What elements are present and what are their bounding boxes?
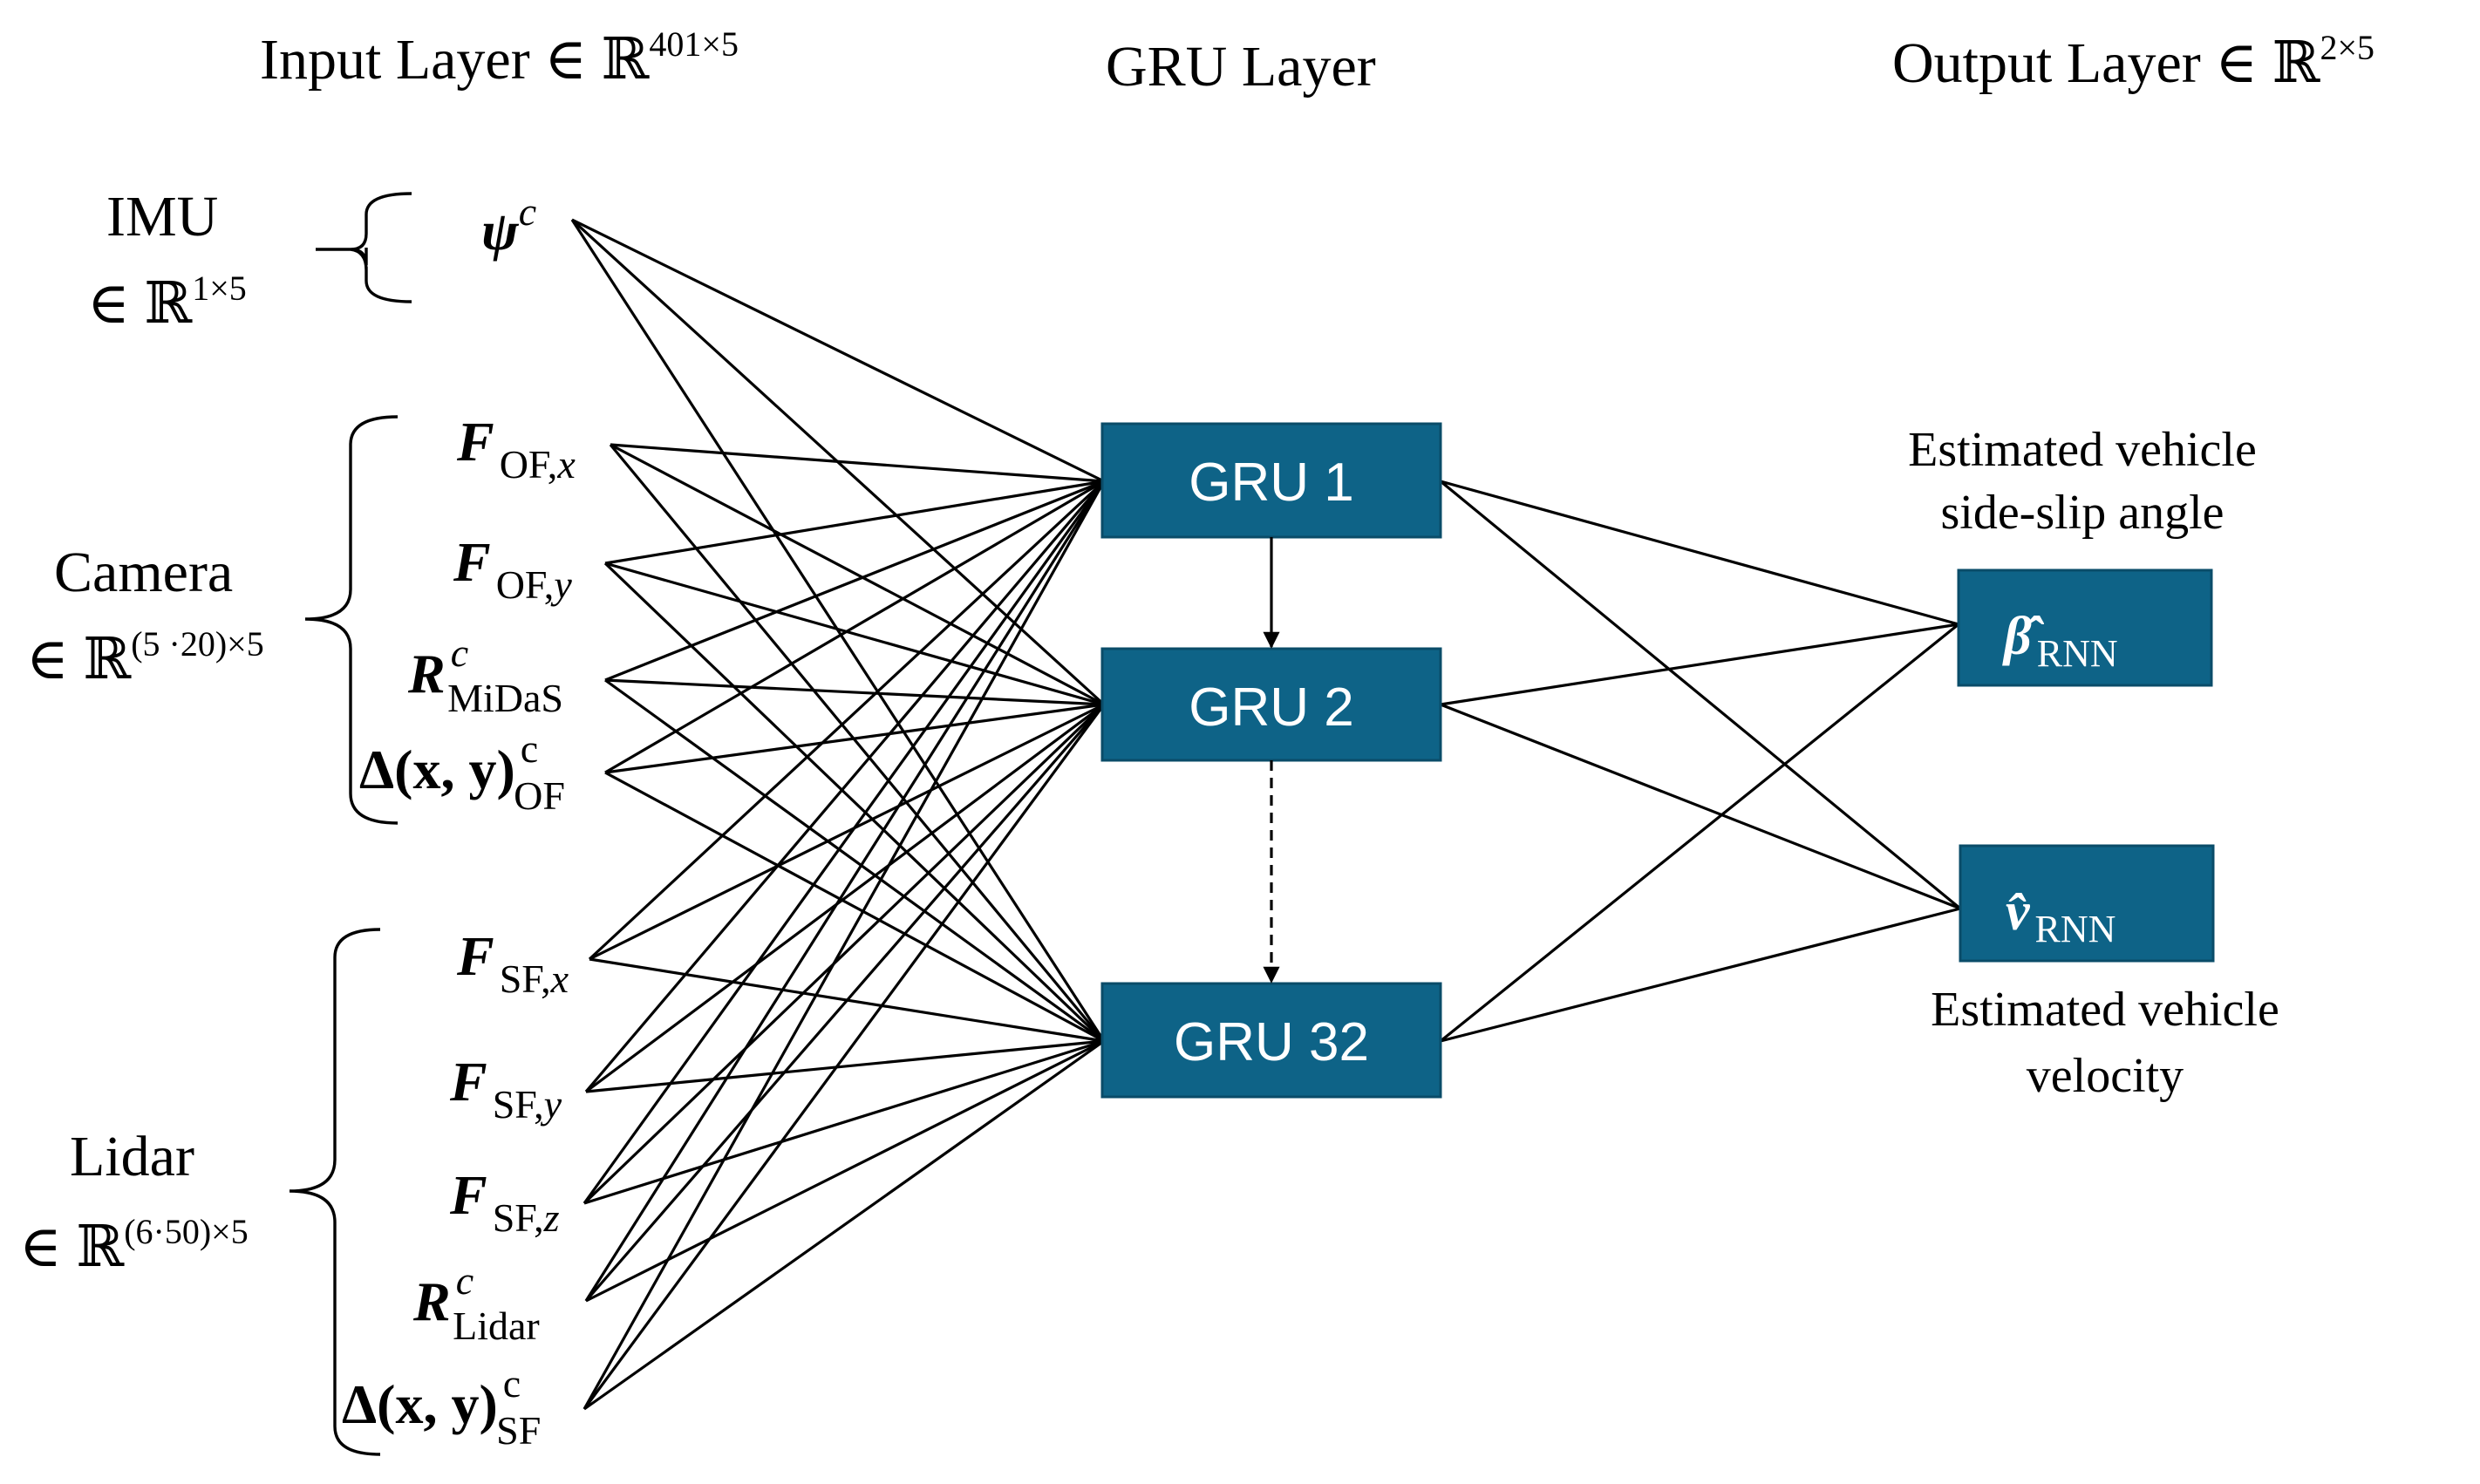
gru-unit-32: GRU 32 (1100, 982, 1442, 1099)
edge-psi-to-gru1 (571, 218, 1105, 483)
edge-f-of-y-to-gru2 (604, 562, 1105, 706)
connection-lines (570, 218, 1962, 1411)
edge-f-of-x-to-gru32 (609, 443, 1106, 1043)
imu-group-dimension: ∈ ℝ1×5 (87, 269, 247, 336)
output-velocity-symbol: v̂ (2006, 882, 2031, 942)
output-beta-box: β̂RNN (1957, 568, 2213, 687)
svg-text:v̂RNN: v̂RNN (2006, 882, 2115, 950)
edge-delta-sf-to-gru32 (583, 1039, 1105, 1411)
imu-brace (316, 192, 412, 303)
edge-f-of-x-to-gru2 (610, 443, 1105, 706)
camera-group-dimension: ∈ ℝ(5 ·20)×5 (26, 624, 264, 691)
beta-caption-line-2: side-slip angle (1940, 486, 2224, 540)
velocity-caption-line-1: Estimated vehicle (1931, 983, 2279, 1037)
output-layer-header: Output Layer ∈ ℝ2×5 (1892, 28, 2374, 95)
edge-f-sf-z-to-gru2 (583, 703, 1106, 1205)
edge-r-midas-to-gru32 (604, 678, 1105, 1043)
edge-delta-of-to-gru1 (604, 480, 1105, 774)
svg-text:GRU 32: GRU 32 (1174, 1012, 1369, 1072)
camera-group-label: Camera (54, 541, 233, 604)
svg-text:β̂RNN: β̂RNN (2002, 607, 2118, 675)
edge-f-sf-z-to-gru32 (583, 1039, 1105, 1205)
svg-text:GRU 1: GRU 1 (1189, 453, 1353, 513)
lidar-group-label: Lidar (70, 1125, 194, 1188)
output-velocity-box: v̂RNN (1959, 844, 2215, 963)
imu-group-label: IMU (106, 185, 218, 248)
edge-f-sf-z-to-gru1 (583, 480, 1106, 1204)
lidar-brace (289, 928, 381, 1456)
edge-gru2-to-velocity (1440, 703, 1961, 910)
edge-f-of-y-to-gru1 (604, 480, 1105, 565)
gru-unit-2: GRU 2 (1100, 647, 1442, 762)
edge-r-lidar-to-gru2 (584, 703, 1106, 1303)
edge-gru32-to-velocity (1440, 907, 1961, 1043)
edge-gru1-to-velocity (1439, 480, 1962, 910)
input-layer-header: Input Layer ∈ ℝ401×5 (260, 24, 739, 92)
edge-r-midas-to-gru2 (604, 678, 1105, 706)
edge-r-lidar-to-gru32 (585, 1039, 1105, 1303)
beta-caption-line-1: Estimated vehicle (1908, 423, 2257, 477)
camera-brace (304, 415, 399, 825)
edge-delta-sf-to-gru1 (583, 480, 1106, 1410)
svg-text:GRU 2: GRU 2 (1189, 677, 1353, 738)
gru-unit-1: GRU 1 (1100, 422, 1442, 539)
edge-f-of-y-to-gru32 (603, 562, 1106, 1043)
gru-layer-header: GRU Layer (1106, 35, 1376, 99)
edge-f-sf-x-to-gru1 (588, 480, 1106, 961)
edge-delta-sf-to-gru2 (583, 704, 1106, 1410)
edge-r-midas-to-gru1 (604, 480, 1105, 682)
edge-f-sf-y-to-gru1 (584, 480, 1106, 1093)
feature-psi-c: ψc (481, 189, 536, 262)
edge-f-sf-x-to-gru2 (589, 703, 1105, 961)
edge-delta-of-to-gru2 (604, 703, 1105, 774)
edge-gru32-to-beta (1439, 623, 1960, 1043)
output-beta-subscript: RNN (2037, 632, 2118, 675)
velocity-caption-line-2: velocity (2027, 1049, 2184, 1103)
edge-f-sf-y-to-gru2 (585, 703, 1105, 1093)
lidar-group-dimension: ∈ ℝ(6·50)×5 (19, 1212, 249, 1279)
edge-gru2-to-beta (1440, 623, 1959, 706)
edge-delta-of-to-gru32 (604, 771, 1105, 1043)
edge-f-of-x-to-gru1 (610, 443, 1105, 483)
output-velocity-subscript: RNN (2035, 908, 2116, 950)
edge-gru1-to-beta (1440, 480, 1959, 626)
edge-r-lidar-to-gru1 (584, 480, 1106, 1302)
